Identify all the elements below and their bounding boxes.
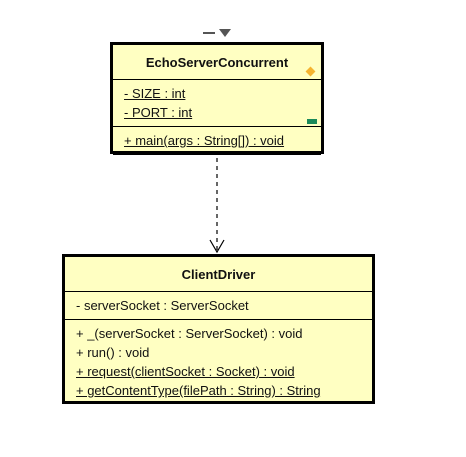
operation: + getContentType(filePath : String) : St… — [76, 383, 321, 398]
class-box-client-driver[interactable]: ClientDriver - serverSocket : ServerSock… — [62, 254, 375, 404]
class-name: EchoServerConcurrent — [113, 45, 321, 80]
operation: + main(args : String[]) : void — [124, 133, 285, 148]
operation: + _(serverSocket : ServerSocket) : void — [76, 326, 303, 341]
class-box-echo-server-concurrent[interactable]: EchoServerConcurrent - SIZE : int - PORT… — [110, 42, 324, 155]
operation: + run() : void — [76, 345, 150, 360]
attribute: - serverSocket : ServerSocket — [76, 298, 249, 313]
attributes-section: - SIZE : int - PORT : int — [113, 80, 321, 127]
operations-section: + _(serverSocket : ServerSocket) : void … — [65, 320, 372, 404]
class-name: ClientDriver — [65, 257, 372, 292]
dropdown-arrow-icon[interactable] — [203, 28, 235, 38]
connection-handle-icon — [307, 119, 317, 124]
attribute: - SIZE : int — [124, 86, 186, 101]
operations-section: + main(args : String[]) : void — [113, 127, 321, 155]
operation: + request(clientSocket : Socket) : void — [76, 364, 295, 379]
attribute: - PORT : int — [124, 105, 193, 120]
attributes-section: - serverSocket : ServerSocket — [65, 292, 372, 320]
